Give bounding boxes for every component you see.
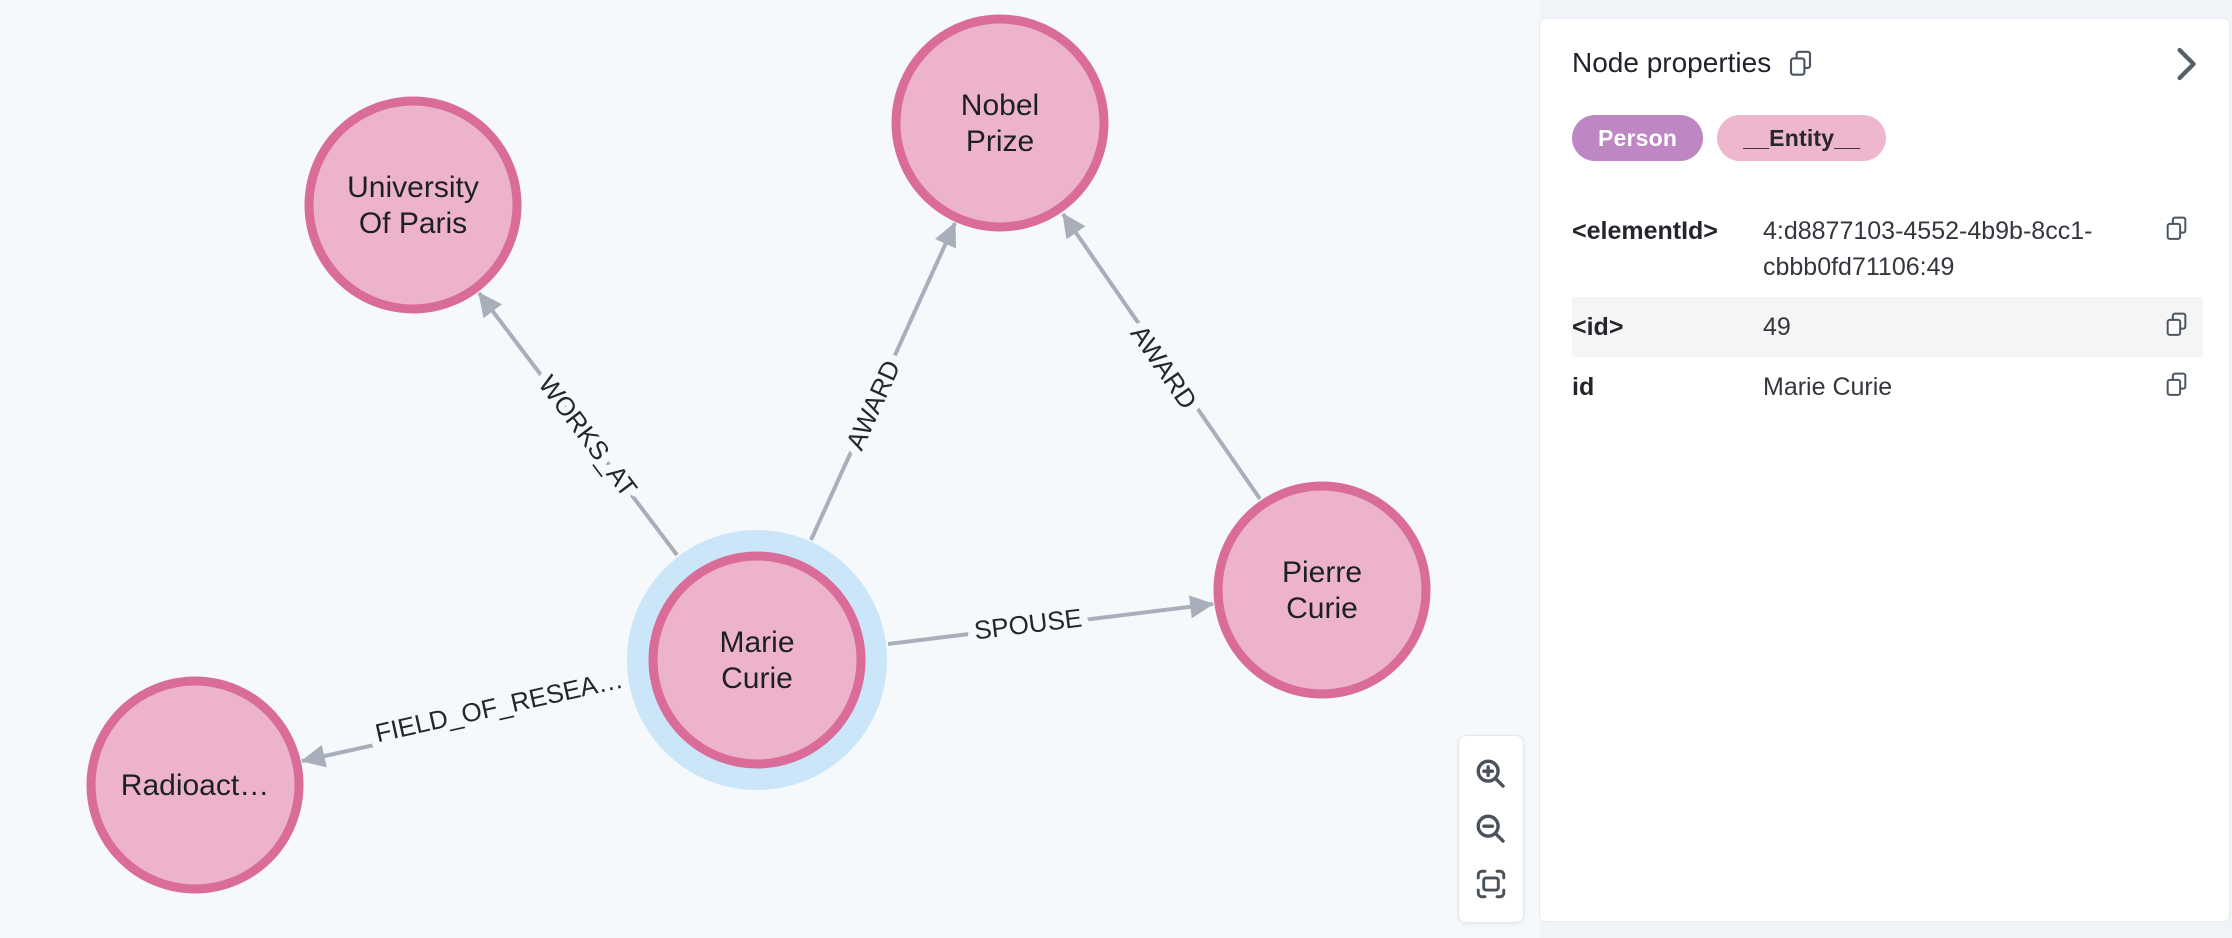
property-value: 4:d8877103-4552-4b9b-8cc1-cbbb0fd71106:4… [1763, 217, 2093, 281]
zoom-to-fit-button[interactable] [1469, 862, 1513, 906]
property-row-id: id Marie Curie [1572, 357, 2203, 417]
relationship-label[interactable]: AWARD [832, 348, 915, 463]
panel-title: Node properties [1572, 47, 1772, 78]
relationship-label[interactable]: FIELD_OF_RESEA… [364, 656, 633, 756]
zoom-in-button[interactable] [1469, 752, 1513, 796]
copy-property-button[interactable] [2164, 311, 2189, 338]
property-value: 49 [1763, 313, 1791, 341]
relationship-label[interactable]: SPOUSE [964, 595, 1091, 654]
property-row-elementid: <elementId> 4:d8877103-4552-4b9b-8cc1-cb… [1572, 201, 2203, 297]
node-caption: Radioact… [121, 769, 269, 802]
graph-svg: WORKS_AT AWARD AWARD SPOUSE FIELD_OF_RESEA… U… [86, 14, 1431, 894]
copy-property-button[interactable] [2164, 371, 2189, 398]
relationship-award[interactable] [1061, 212, 1262, 501]
properties-table: <elementId> 4:d8877103-4552-4b9b-8cc1-cb… [1572, 201, 2203, 417]
zoom-out-button[interactable] [1469, 807, 1513, 851]
node-radioactivity[interactable]: Radioact… [86, 676, 304, 894]
property-value: Marie Curie [1763, 373, 1893, 401]
relationship-award[interactable] [809, 221, 957, 541]
property-key: id [1572, 373, 1595, 401]
chevron-right-icon [2177, 47, 2196, 81]
zoom-in-icon [1476, 759, 1505, 788]
collapse-panel-button[interactable] [2171, 45, 2201, 83]
copy-property-button[interactable] [2164, 215, 2189, 242]
zoom-toolbar [1458, 735, 1524, 923]
label-badge-entity[interactable]: __Entity__ [1717, 115, 1887, 161]
node-properties-panel: Node properties Person __Entity__ <eleme… [1539, 18, 2230, 922]
copy-icon [1790, 50, 1812, 76]
zoom-to-fit-icon [1476, 870, 1506, 899]
relationship-label[interactable]: WORKS_AT [525, 362, 652, 511]
property-key: <id> [1572, 313, 1624, 341]
relationship-label[interactable]: AWARD [1117, 311, 1212, 422]
graph-canvas[interactable]: WORKS_AT AWARD AWARD SPOUSE FIELD_OF_RESEA… U… [0, 0, 1540, 938]
copy-icon [2166, 312, 2187, 336]
node-label-badges: Person __Entity__ [1572, 115, 2203, 161]
copy-icon [2166, 372, 2187, 396]
property-key: <elementId> [1572, 217, 1718, 245]
relationship-works-at[interactable] [477, 291, 679, 557]
panel-header: Node properties [1572, 47, 2203, 81]
relationship-field-of-resea-[interactable] [300, 687, 629, 768]
copy-all-properties-button[interactable] [1787, 49, 1814, 78]
copy-icon [2166, 216, 2187, 240]
label-badge-person[interactable]: Person [1572, 115, 1704, 161]
property-row-id-internal: <id> 49 [1572, 297, 2203, 357]
zoom-out-icon [1476, 814, 1505, 843]
relationship-spouse[interactable] [887, 595, 1215, 646]
